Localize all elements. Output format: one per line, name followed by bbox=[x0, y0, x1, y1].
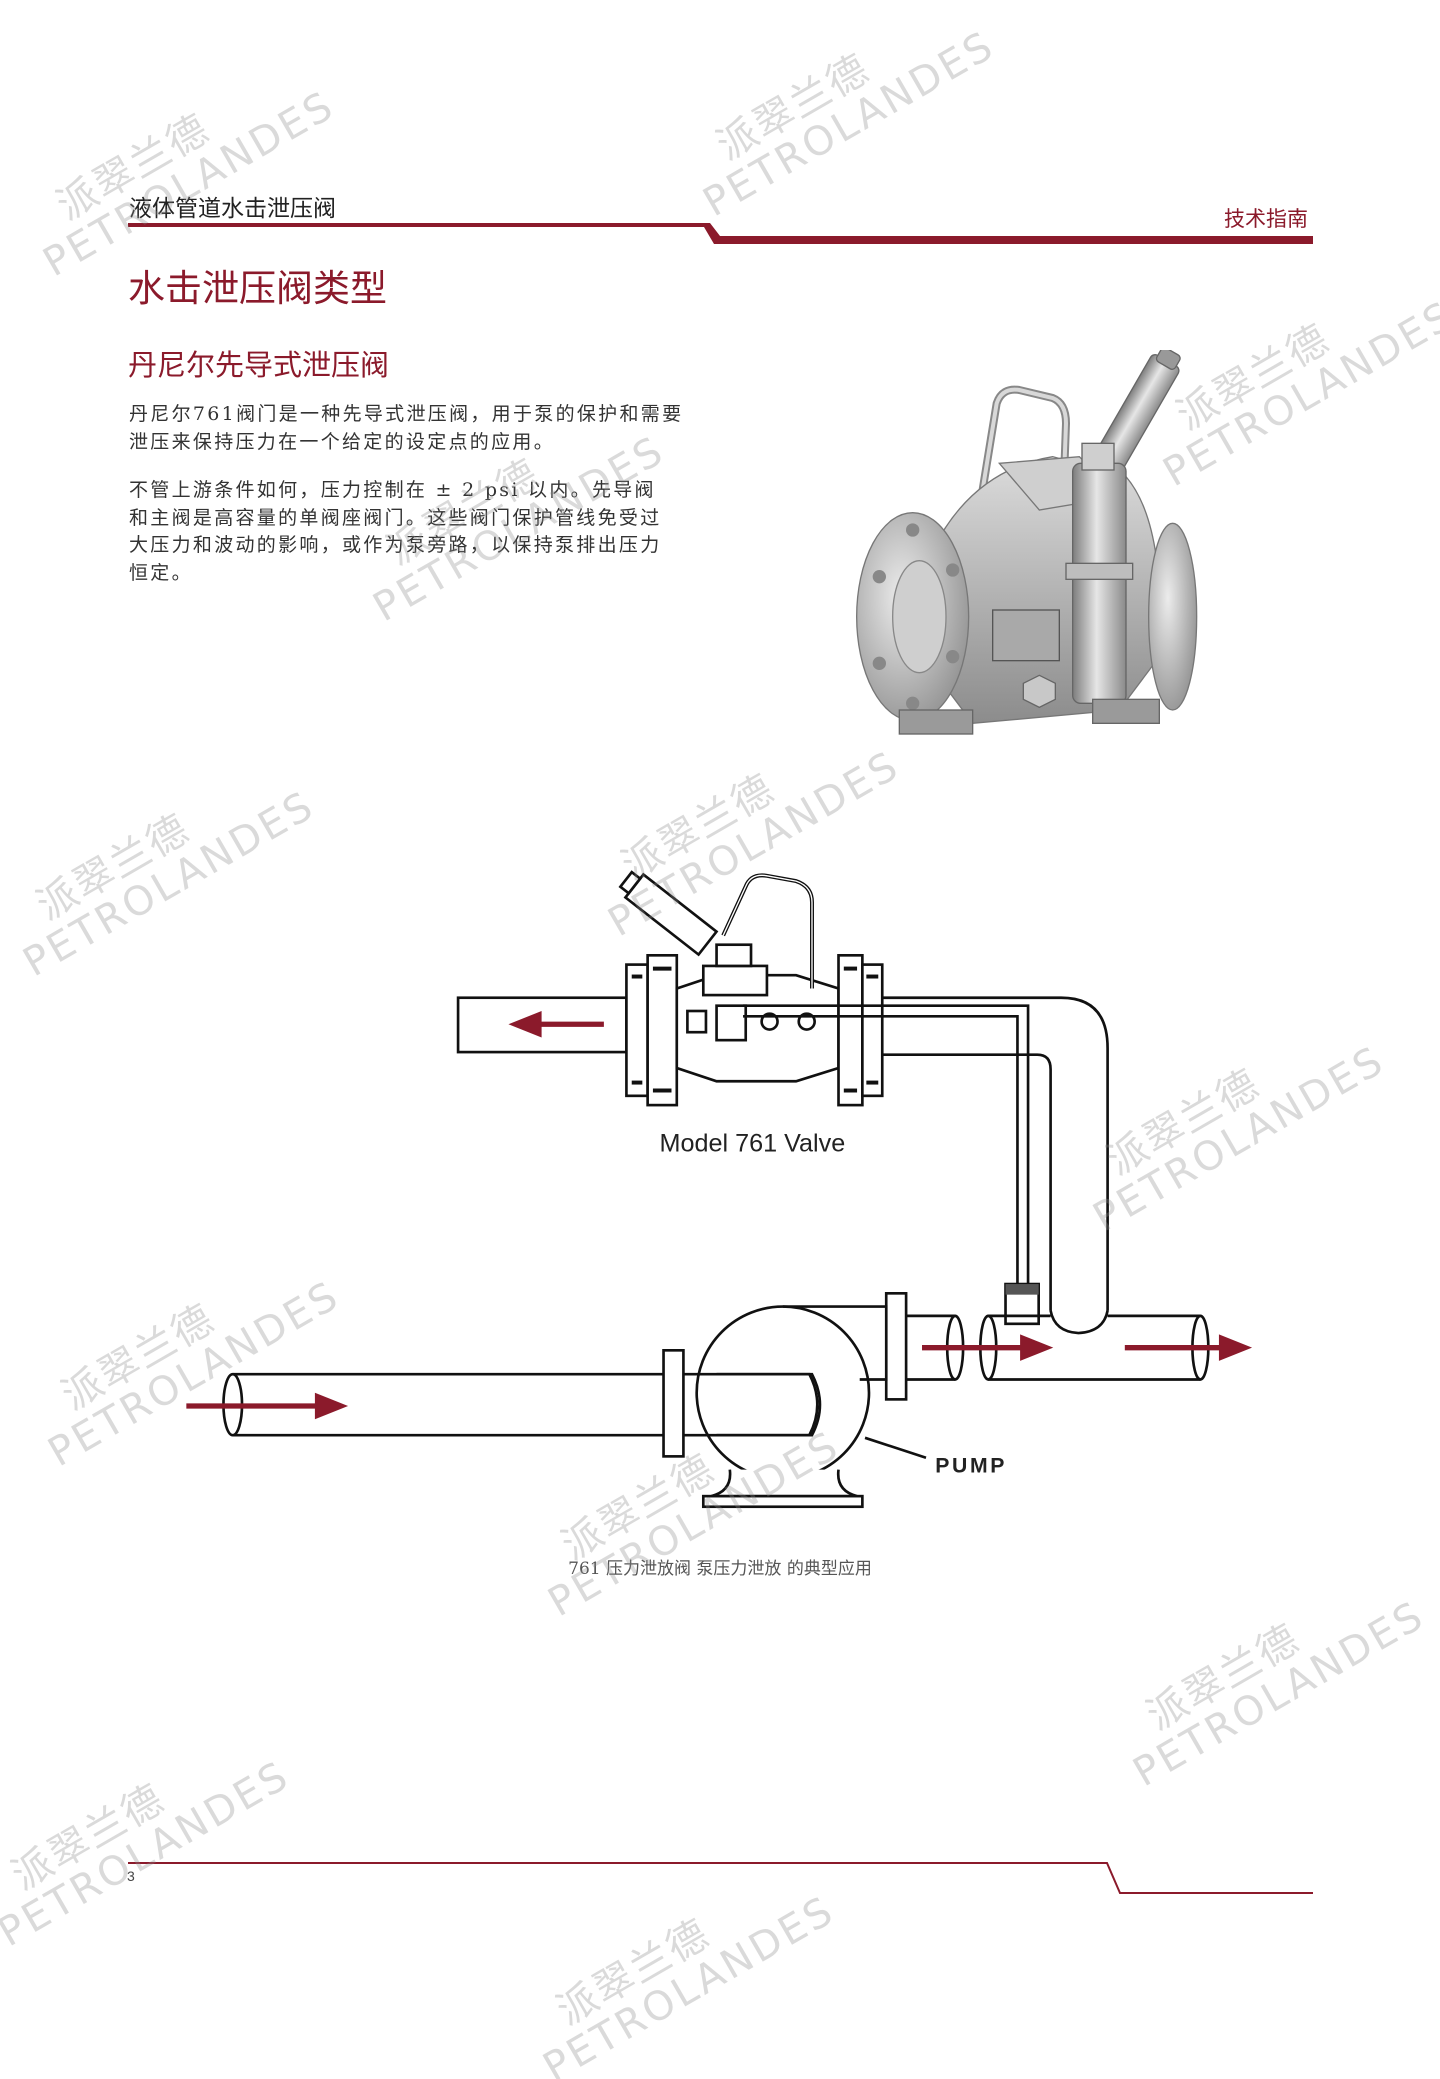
header-section-label: 技术指南 bbox=[1224, 207, 1308, 231]
paragraph-line: 不管上游条件如何，压力控制在 ± 2 psi 以内。先导阀 bbox=[129, 479, 656, 501]
pump-leader-line bbox=[864, 1436, 927, 1459]
valve-photo bbox=[856, 350, 1198, 735]
suction-flange bbox=[662, 1349, 685, 1458]
page-title: 水击泄压阀类型 bbox=[128, 267, 387, 310]
pump-volute bbox=[782, 1305, 888, 1381]
pump-relief-diagram: Model 761 Valve PUMP bbox=[186, 870, 1253, 1509]
pump-base bbox=[710, 1469, 858, 1498]
pump-outlet-pipe bbox=[906, 1314, 956, 1381]
paragraph-line: 和主阀是高容量的单阀座阀门。这些阀门保护管线免受过 bbox=[129, 506, 662, 529]
header-rule bbox=[128, 223, 1313, 244]
section-subtitle: 丹尼尔先导式泄压阀 bbox=[128, 348, 390, 382]
paragraph-intro: 丹尼尔761阀门是一种先导式泄压阀，用于泵的保护和需要 泄压来保持压力在一个给定… bbox=[129, 401, 729, 456]
header-title: 液体管道水击泄压阀 bbox=[129, 196, 336, 222]
model-label: Model 761 Valve bbox=[660, 1130, 846, 1158]
paragraph-line: 泄压来保持压力在一个给定的设定点的应用。 bbox=[129, 430, 556, 453]
pump-outlet-flange bbox=[884, 1292, 908, 1401]
paragraph-line: 大压力和波动的影响，或作为泵旁路，以保持泵排出压力 bbox=[129, 534, 662, 556]
page-number: 3 bbox=[127, 1868, 135, 1884]
paragraph-line: 恒定。 bbox=[129, 561, 193, 584]
figure-caption: 761 压力泄放阀 泵压力泄放 的典型应用 bbox=[568, 1559, 872, 1579]
return-pipe bbox=[988, 1314, 1201, 1381]
pump-label: PUMP bbox=[935, 1454, 1007, 1477]
footer-rule bbox=[128, 1862, 1313, 1894]
pilot-block bbox=[701, 964, 769, 997]
discharge-pipe bbox=[882, 996, 1109, 1311]
sense-tube bbox=[743, 1004, 1030, 1285]
paragraph-control: 不管上游条件如何，压力控制在 ± 2 psi 以内。先导阀 和主阀是高容量的单阀… bbox=[129, 477, 729, 587]
paragraph-line: 丹尼尔761阀门是一种先导式泄压阀，用于泵的保护和需要 bbox=[129, 403, 684, 425]
valve-flange-right bbox=[837, 953, 864, 1107]
valve-flange-left bbox=[625, 963, 649, 1098]
pilot-actuator bbox=[623, 872, 719, 957]
